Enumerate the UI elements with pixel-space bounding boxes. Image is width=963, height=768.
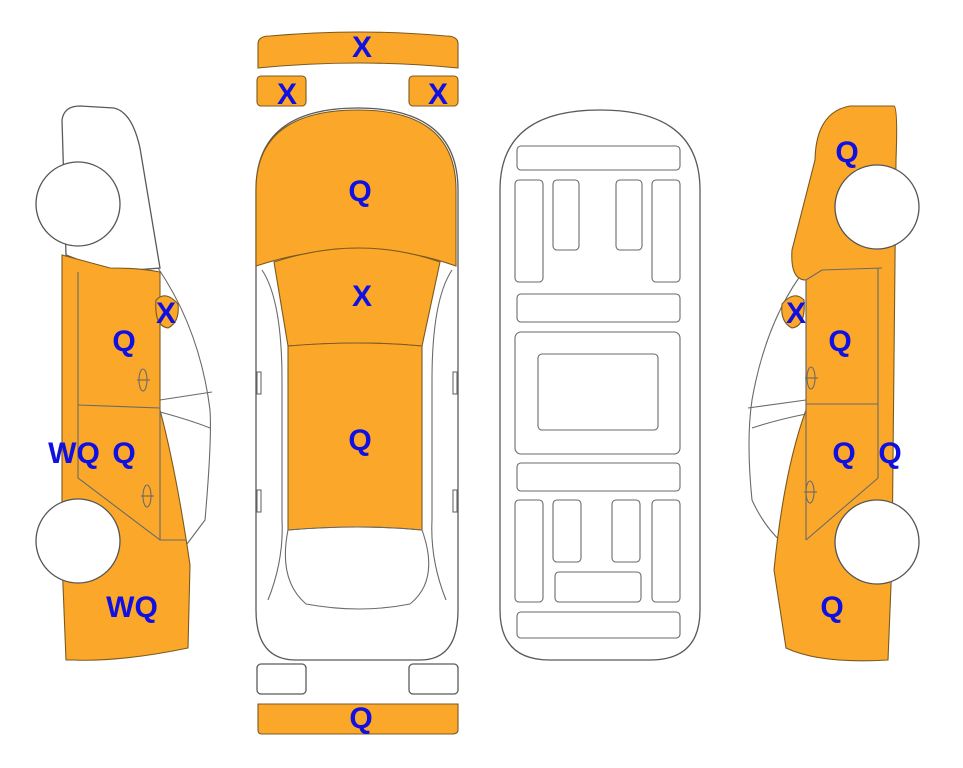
left-window-line [159,391,213,429]
underbody-pan-2 [615,179,643,251]
rear-bumper [257,703,459,735]
underbody-cross-member-3 [516,462,681,492]
underbody-rail-left-rear [514,499,544,603]
front-bumper [257,31,459,69]
left-rear-wheel [35,498,121,584]
front-left-light [256,75,307,107]
top-right-sill [431,269,453,601]
front-right-light [408,75,459,107]
front-left-light-code: X [277,78,297,111]
underbody-outline [499,109,701,661]
hood-code: Q [348,175,371,208]
rear-right-light [408,663,459,695]
left-side-view: X Q Q WQ WQ [35,105,213,661]
top-left-handle [256,489,262,513]
right-rear-door-code: Q [832,437,855,470]
underbody-pan-3 [552,499,582,563]
left-rear-door-code: Q [112,437,135,470]
underbody-cross-member-4 [516,611,681,639]
top-right-mirror [452,371,458,395]
underbody-pan-5 [554,571,642,603]
underbody-cross-member-1 [516,145,681,171]
underbody-rail-right-rear [651,499,681,603]
left-door-line [77,272,186,541]
top-exterior-view: X X X Q X Q Q [255,31,459,735]
right-side-view: Q X Q Q Q Q [747,105,920,662]
right-mirror [781,295,805,329]
top-right-handle [452,489,458,513]
right-front-fender-code: Q [835,136,858,169]
roof-code: Q [348,424,371,457]
right-mirror-code: X [786,297,806,330]
left-rear-fender-code: WQ [106,591,158,624]
top-left-mirror [256,371,262,395]
left-mirror-code: X [156,297,176,330]
underbody-center-frame [514,331,681,455]
underbody-view [499,109,701,661]
underbody-rail-right-front [651,179,681,283]
top-left-sill [261,269,283,601]
rear-left-light [256,663,307,695]
right-rear-fender-code: Q [820,591,843,624]
rear-window [284,526,430,610]
left-front-door-code: Q [112,325,135,358]
rear-bumper-code: Q [349,702,372,735]
right-windshield-line [748,267,807,561]
right-front-door-code: Q [828,325,851,358]
underbody-pan-4 [611,499,641,563]
windshield-code: X [352,280,372,313]
left-sill-code: WQ [48,437,100,470]
front-bumper-code: X [352,31,372,64]
underbody-pan-1 [552,179,580,251]
left-front-wheel [35,161,121,247]
right-window-line [747,399,807,429]
right-rear-wheel [834,499,920,585]
front-right-light-code: X [428,78,448,111]
underbody-rail-left-front [514,179,544,283]
right-front-wheel [834,164,920,250]
underbody-center-panel [537,353,659,431]
left-windshield-line [157,267,211,581]
right-sill-code: Q [878,437,901,470]
right-door-line [805,267,883,541]
underbody-cross-member-2 [516,293,681,323]
left-mirror [155,295,179,329]
